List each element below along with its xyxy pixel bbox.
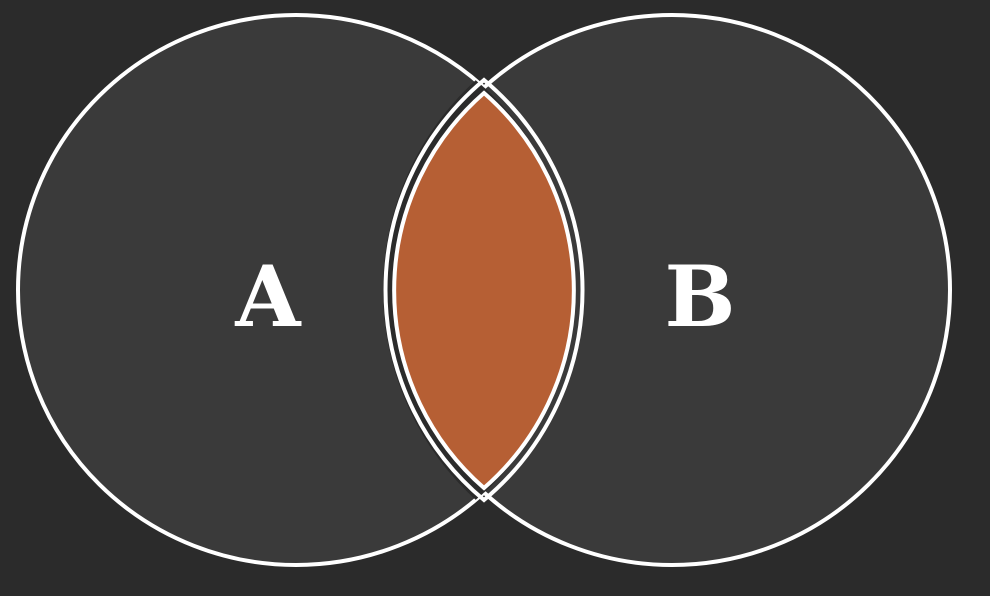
set-a-label: A — [234, 247, 302, 346]
intersection-region — [392, 90, 576, 491]
intersection-outline — [383, 77, 585, 503]
set-b-label: B — [665, 247, 736, 346]
